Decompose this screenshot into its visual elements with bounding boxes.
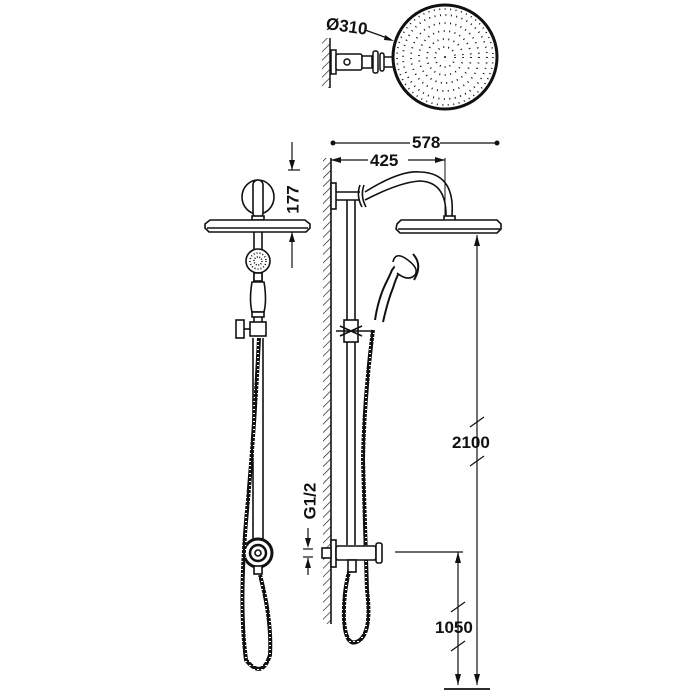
wall-hatch-top	[322, 38, 330, 88]
total-projection-label: 578	[412, 133, 441, 152]
spray-nozzles	[444, 56, 446, 58]
total-height-label: 2100	[452, 433, 490, 452]
top-view	[322, 3, 499, 111]
side-view	[321, 158, 502, 645]
arm-projection-label: 425	[370, 151, 399, 170]
front-view	[204, 179, 311, 671]
wall-hatch-side	[323, 158, 331, 624]
valve-height-label: 1050	[435, 618, 473, 637]
inlet-thread-label: G1/2	[300, 482, 320, 520]
dimension-lines	[288, 140, 500, 690]
head-height-label: 177	[283, 185, 303, 214]
